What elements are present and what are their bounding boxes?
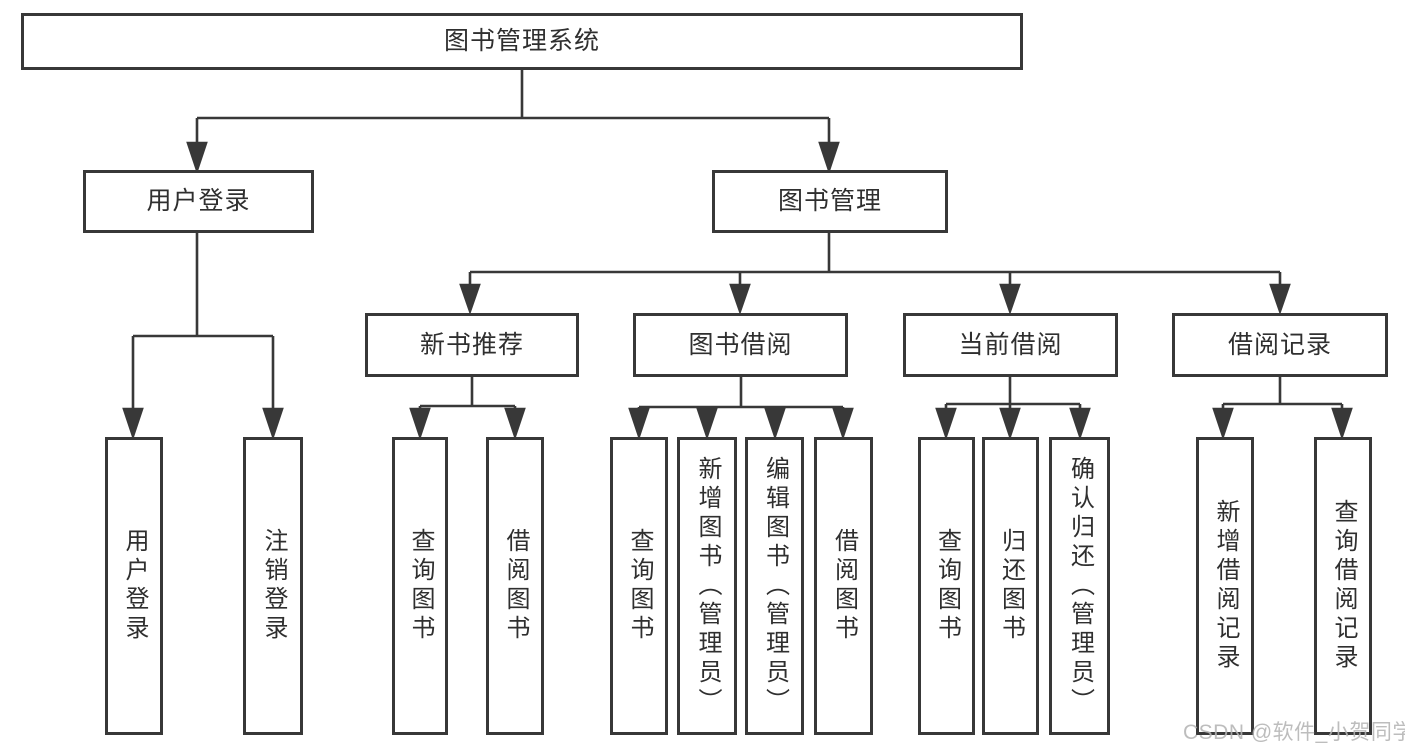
leaf-borrow-books-2-label: 借阅图书 [830,528,858,644]
node-book-mgmt: 图书管理 [712,170,948,233]
leaf-add-books-admin: 新增图书（管理员） [677,437,737,735]
node-user-login-label: 用户登录 [146,187,251,215]
connector-borrow-records-children [1212,377,1353,441]
node-current-borrow-label: 当前借阅 [958,330,1063,359]
leaf-user-login: 用户登录 [105,437,163,735]
arrowhead [504,407,526,441]
node-user-login: 用户登录 [83,170,314,233]
connector-book-mgmt-to-level3 [459,233,1291,315]
node-book-borrow-label: 图书借阅 [688,330,793,359]
node-book-borrow: 图书借阅 [633,313,848,377]
connector-new-book-children [409,377,526,441]
connector-root-to-level2 [186,70,840,175]
arrowhead [262,407,284,441]
leaf-return-books: 归还图书 [982,437,1039,735]
arrowhead [935,407,957,441]
leaf-logout: 注销登录 [243,437,303,735]
csdn-watermark: CSDN @软件_小贺同学 [1183,721,1405,744]
arrowhead [764,407,786,441]
arrowhead [1331,407,1353,441]
leaf-borrow-books-1-label: 借阅图书 [502,528,529,644]
connector-current-borrow-children [935,377,1091,441]
node-borrow-records: 借阅记录 [1172,313,1388,377]
arrowhead [1269,283,1291,315]
arrowhead [122,407,144,441]
node-root-system-label: 图书管理系统 [443,27,600,55]
leaf-query-books-3-label: 查询图书 [933,528,961,644]
arrowhead [832,407,854,441]
arrowhead [628,407,650,441]
node-new-book-rec-label: 新书推荐 [419,330,524,359]
leaf-logout-label: 注销登录 [260,528,287,644]
leaf-add-books-admin-label: 新增图书（管理员） [694,455,721,717]
node-root-system: 图书管理系统 [21,13,1023,70]
leaf-user-login-label: 用户登录 [121,528,148,644]
leaf-query-books-2: 查询图书 [610,437,668,735]
arrowhead [729,283,751,315]
leaf-edit-books-admin: 编辑图书（管理员） [745,437,804,735]
leaf-borrow-books-1: 借阅图书 [486,437,544,735]
connector-user-login-children [122,233,284,441]
leaf-query-borrow-record-label: 查询借阅记录 [1330,499,1357,673]
leaf-query-books-1-label: 查询图书 [407,528,434,644]
leaf-query-books-2-label: 查询图书 [626,528,653,644]
leaf-add-borrow-record: 新增借阅记录 [1196,437,1254,735]
node-current-borrow: 当前借阅 [903,313,1118,377]
node-new-book-rec: 新书推荐 [365,313,579,377]
arrowhead [999,283,1021,315]
leaf-query-books-3: 查询图书 [918,437,975,735]
leaf-return-books-label: 归还图书 [997,528,1025,644]
arrowhead [818,141,840,175]
arrowhead [696,407,718,441]
connector-book-borrow-children [628,377,854,441]
leaf-confirm-return-admin: 确认归还（管理员） [1049,437,1110,735]
arrowhead [1212,407,1234,441]
leaf-borrow-books-2: 借阅图书 [814,437,873,735]
node-borrow-records-label: 借阅记录 [1227,330,1332,359]
arrowhead [409,407,431,441]
leaf-query-borrow-record: 查询借阅记录 [1314,437,1372,735]
leaf-add-borrow-record-label: 新增借阅记录 [1212,499,1239,673]
arrowhead [459,283,481,315]
node-book-mgmt-label: 图书管理 [777,187,882,215]
leaf-query-books-1: 查询图书 [392,437,448,735]
leaf-edit-books-admin-label: 编辑图书（管理员） [761,455,789,717]
arrowhead [186,141,208,175]
arrowhead [1069,407,1091,441]
arrowhead [999,407,1021,441]
leaf-confirm-return-admin-label: 确认归还（管理员） [1066,455,1094,717]
